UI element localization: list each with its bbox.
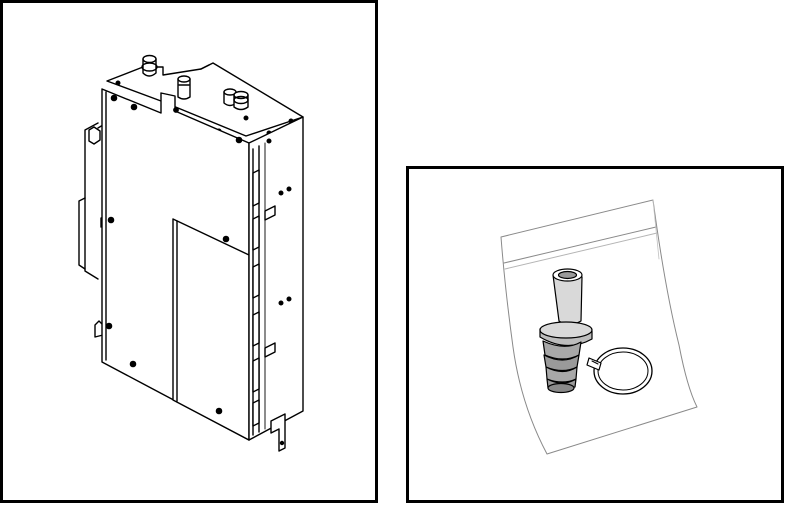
left-side-bracket: [78, 122, 108, 338]
plastic-bag: [500, 199, 698, 455]
unit-illustration-panel: [0, 0, 378, 503]
accessory-bag-panel: [406, 166, 784, 503]
accessory-bag-drawing: [500, 199, 698, 455]
hose-clamp: [586, 347, 653, 395]
side-face: [248, 116, 304, 441]
top-fittings: [141, 54, 249, 111]
hose-connector: [539, 268, 593, 394]
front-face: [101, 88, 250, 441]
bottom-bracket: [270, 413, 286, 452]
unit-housing-drawing: [78, 54, 304, 452]
